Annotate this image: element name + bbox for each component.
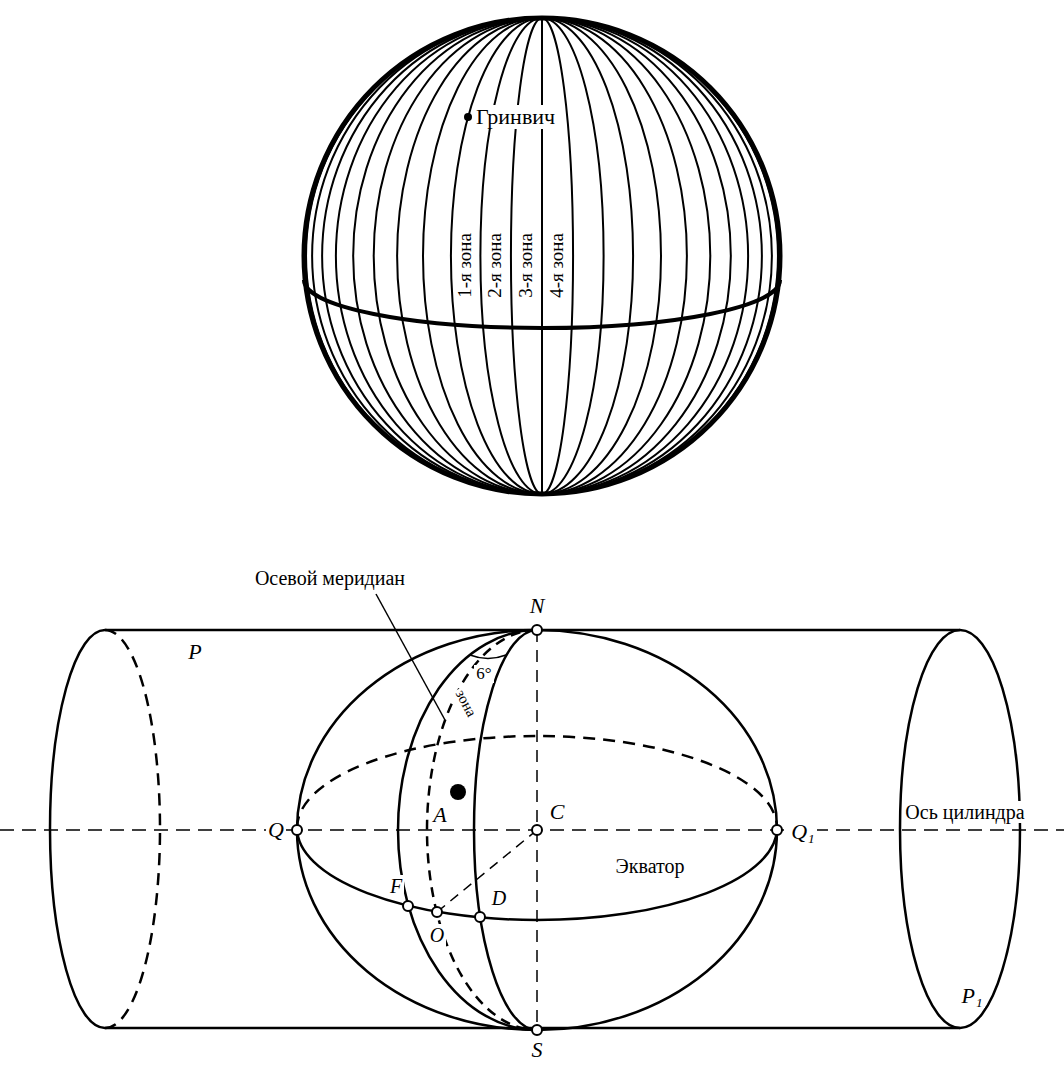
callout-label: Осевой меридиан — [253, 567, 407, 589]
point-letter: Q₁ — [789, 820, 817, 844]
point-letter: C — [548, 800, 567, 824]
globe-outline — [304, 18, 780, 494]
point-letter: A — [431, 803, 448, 827]
point-marker — [475, 912, 485, 922]
ellipsoid-outline — [297, 630, 777, 1030]
point-marker — [532, 1025, 542, 1035]
point-letter: S — [530, 1038, 545, 1062]
point-letter: P — [186, 640, 203, 664]
cylinder-right-end — [900, 630, 1020, 1028]
globe-equator — [304, 280, 780, 328]
axial-meridian — [427, 630, 537, 1030]
point-letter: F — [388, 875, 404, 897]
point-marker — [532, 625, 542, 635]
point-letter: O — [428, 924, 446, 946]
zone-label: зона — [451, 685, 481, 721]
globe-meridian — [480, 18, 603, 494]
globe-meridian — [511, 18, 573, 494]
point-marker — [432, 907, 442, 917]
globe-meridian — [451, 18, 633, 494]
globe-meridian — [374, 18, 711, 494]
place-name: Гринвич — [474, 105, 557, 129]
zone-label: 1-я зона — [455, 231, 476, 300]
cylinder-left-end-hidden — [105, 630, 160, 1028]
greenwich-dot — [464, 113, 472, 121]
zone-label: 3-я зона — [516, 231, 537, 300]
axis-label: Ось цилиндра — [903, 801, 1026, 823]
equator-label: Экватор — [614, 855, 687, 877]
point-marker — [292, 825, 302, 835]
zone-meridian — [474, 630, 537, 1030]
angle-arc — [470, 655, 506, 659]
globe-meridian — [312, 18, 772, 494]
cylinder-projection — [0, 594, 1064, 1035]
point-marker — [532, 825, 542, 835]
point-letter: D — [490, 887, 508, 909]
point-letter: Q — [266, 818, 286, 842]
point-marker — [772, 825, 782, 835]
globe-meridian — [306, 18, 778, 494]
leader-line — [376, 594, 445, 720]
angle-label: 6° — [474, 665, 493, 684]
cylinder-left-end — [50, 630, 105, 1028]
globe-meridian — [353, 18, 731, 494]
point-marker — [403, 901, 413, 911]
globe-meridian — [322, 18, 762, 494]
globe-meridian — [423, 18, 661, 494]
point-a — [450, 784, 466, 800]
point-letter: N — [528, 594, 547, 618]
zone-meridian — [398, 630, 537, 1030]
point-letter: P₁ — [959, 984, 984, 1008]
radius-line — [437, 830, 537, 912]
globe — [304, 18, 780, 494]
zone-label: 2-я зона — [485, 231, 506, 300]
globe-meridian — [336, 18, 748, 494]
globe-meridian — [397, 18, 687, 494]
zone-label: 4-я зона — [547, 231, 568, 300]
globe-meridian — [541, 18, 543, 494]
